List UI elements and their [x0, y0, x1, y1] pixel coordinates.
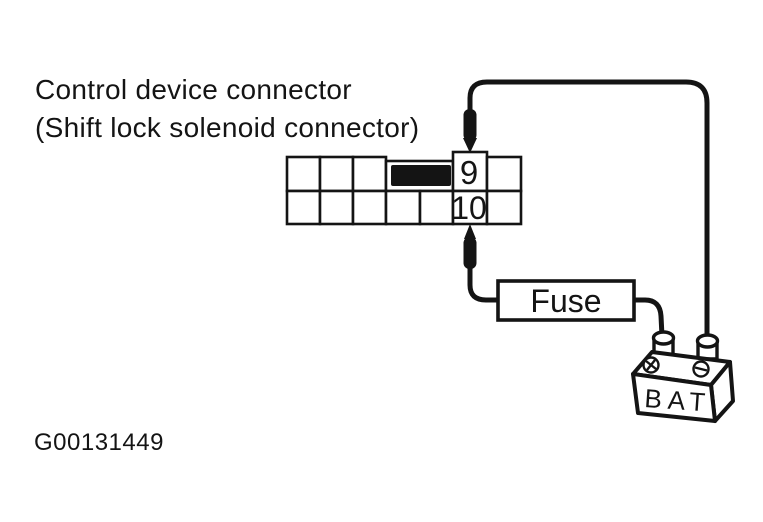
wire-arrowhead-pin10: [464, 224, 476, 239]
wire-terminal-bar-bottom: [463, 237, 477, 269]
wire-terminal-bar-top: [463, 109, 477, 141]
connector-cell: [485, 155, 523, 193]
battery-positive-symbol: [642, 356, 660, 374]
wire-fuse-to-battery-negative: [631, 297, 665, 339]
connector-cell: [318, 155, 355, 193]
battery-label: BAT: [644, 383, 713, 418]
connector-cell: [485, 189, 523, 226]
battery-positive-post: [695, 333, 720, 361]
connector-cell: [418, 189, 455, 226]
connector-cell: [285, 155, 322, 193]
fuse-box: [496, 279, 636, 322]
connector-cell: [351, 155, 388, 193]
connector-blocked-cavity: [391, 165, 451, 186]
connector-cell: [351, 189, 388, 226]
figure-id: G00131449: [34, 429, 164, 456]
fuse-label: Fuse: [530, 283, 601, 319]
wire-pin10-to-fuse: [467, 229, 500, 303]
pin-10-label: 10: [451, 190, 487, 226]
pin-9-label: 9: [460, 154, 478, 191]
battery: [631, 330, 735, 423]
connector-cell-pin9: [451, 150, 489, 193]
connector-cell: [384, 189, 422, 226]
title-line-2: (Shift lock solenoid connector): [35, 112, 420, 143]
battery-negative-symbol: [692, 360, 710, 378]
diagram-title: Control device connector (Shift lock sol…: [35, 71, 419, 147]
connector-cell: [318, 189, 355, 226]
title-line-1: Control device connector: [35, 74, 352, 105]
battery-negative-post: [651, 330, 676, 358]
battery-front-face: [631, 372, 717, 423]
wire-pin9-to-battery-positive: [467, 79, 710, 346]
connector-cell: [285, 189, 322, 226]
wire-arrowhead-pin9: [463, 138, 477, 153]
